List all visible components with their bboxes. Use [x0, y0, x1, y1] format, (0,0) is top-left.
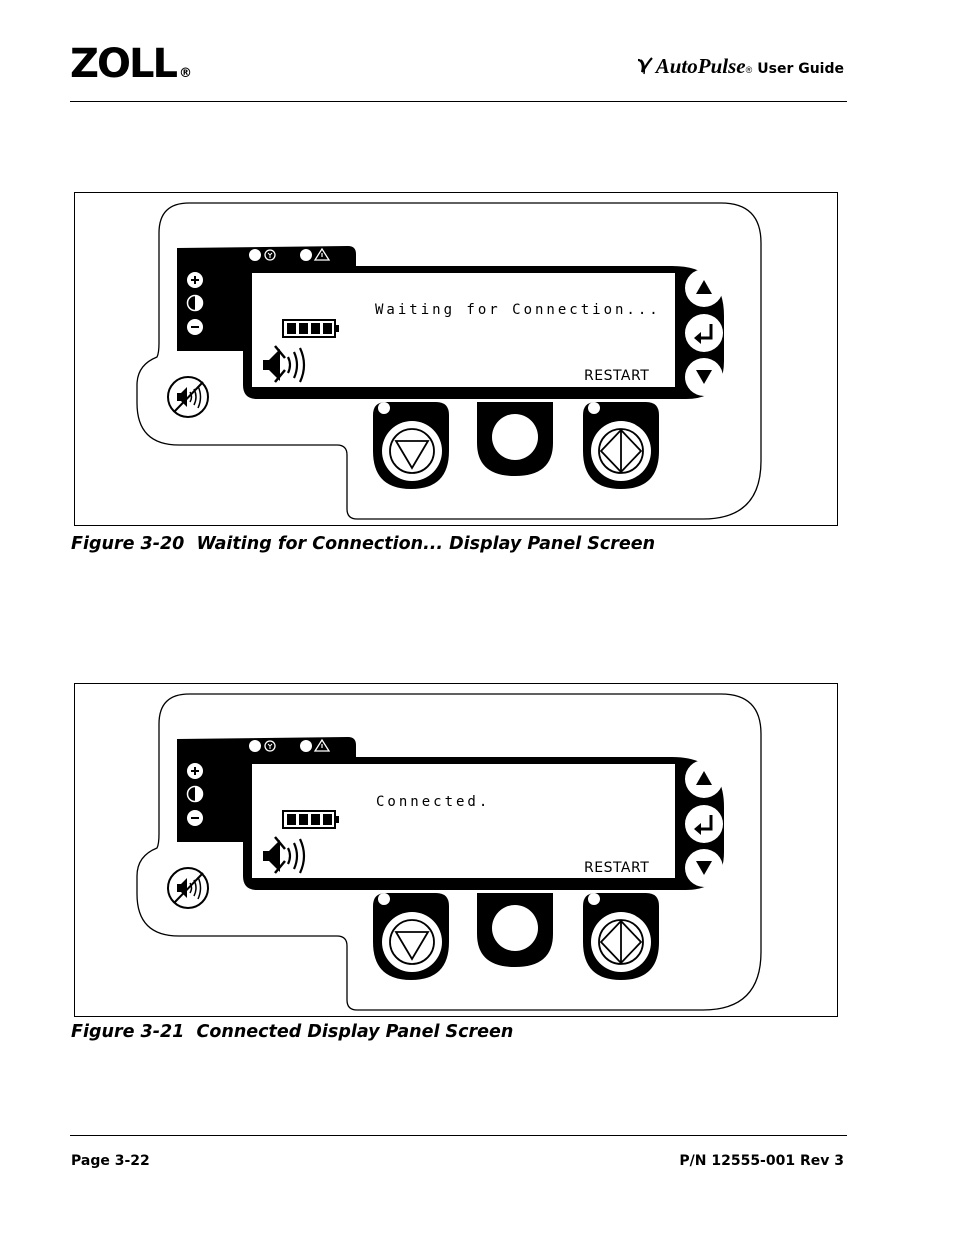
registered-mark: ® — [178, 66, 192, 81]
logo-text: ZOLL — [70, 41, 178, 87]
restart-softkey-label: RESTART — [584, 860, 650, 876]
footer-rule — [70, 1135, 847, 1136]
part-number: P/N 12555-001 Rev 3 — [679, 1153, 844, 1169]
product-name: AutoPulse — [655, 54, 746, 78]
mute-icon — [167, 376, 209, 418]
product-mark: ® — [745, 65, 753, 75]
warning-icon — [313, 738, 331, 752]
battery-icon — [282, 810, 339, 829]
figure-3-20-panel: Waiting for Connection... RESTART — [74, 192, 838, 526]
lcd-message: Waiting for Connection... — [375, 302, 661, 318]
figure-caption: Figure 3-20 Waiting for Connection... Di… — [71, 534, 656, 554]
stop-button-ring — [382, 421, 442, 481]
page-number: Page 3-22 — [71, 1153, 150, 1169]
display-panel-drawing — [136, 202, 762, 520]
mute-icon — [167, 867, 209, 909]
speaker-icon — [263, 345, 306, 383]
center-button — [492, 905, 538, 951]
enter-icon — [685, 805, 723, 843]
alert-led-icon — [300, 740, 312, 752]
stop-button-ring — [382, 912, 442, 972]
warning-icon — [313, 247, 331, 261]
lcd-screen — [252, 273, 675, 387]
alert-led-icon — [300, 249, 312, 261]
autopulse-swoosh-icon — [637, 56, 653, 74]
stop-icon — [394, 931, 430, 961]
lcd-message: Connected. — [376, 794, 491, 810]
battery-icon — [282, 319, 339, 338]
product-header: AutoPulse® User Guide — [636, 54, 844, 79]
lcd-screen — [252, 764, 675, 878]
guide-title: User Guide — [757, 61, 844, 77]
power-led-icon — [249, 740, 261, 752]
figure-caption: Figure 3-21 Connected Display Panel Scre… — [71, 1022, 514, 1042]
header-rule — [70, 101, 847, 102]
power-led-icon — [249, 249, 261, 261]
stop-icon — [394, 440, 430, 470]
display-panel-drawing — [136, 693, 762, 1011]
speaker-icon — [263, 836, 306, 874]
center-button — [492, 414, 538, 460]
zoll-logo: ZOLL® — [70, 44, 192, 94]
restart-softkey-label: RESTART — [584, 368, 650, 384]
figure-3-21-panel: Connected. RESTART — [74, 683, 838, 1017]
enter-icon — [685, 314, 723, 352]
